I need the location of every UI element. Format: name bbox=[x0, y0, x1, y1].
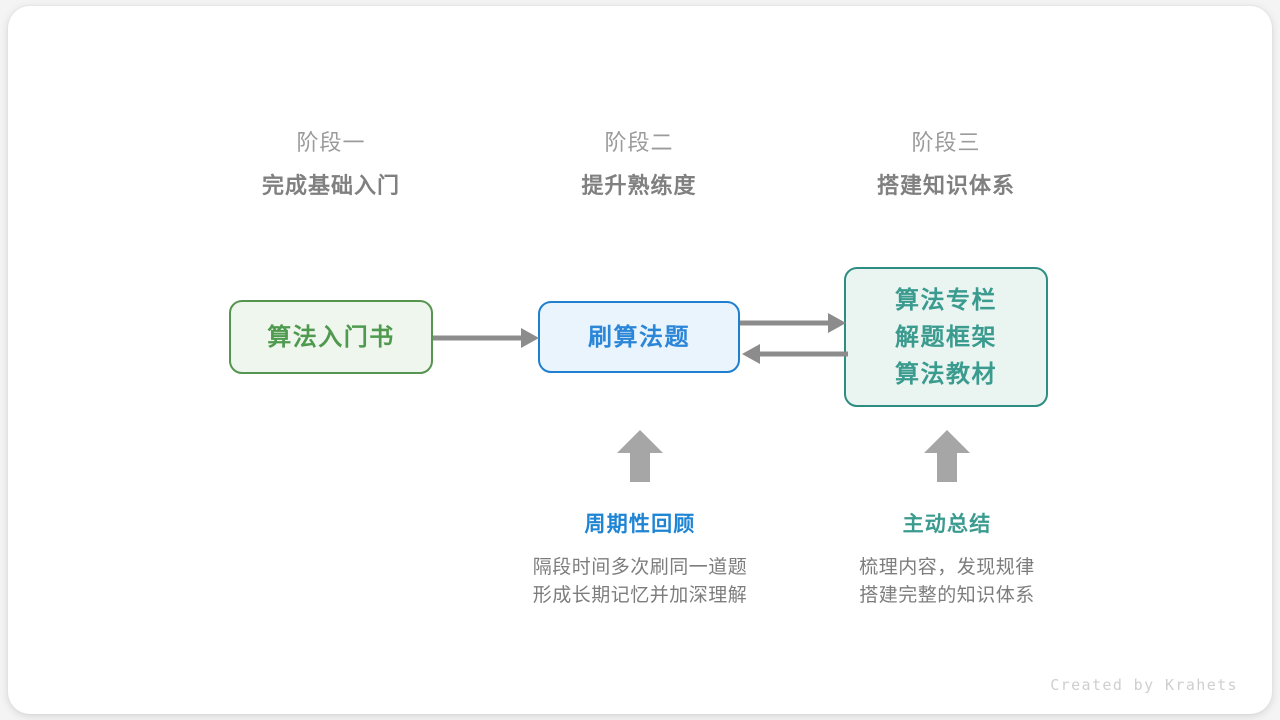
note-periodic-review: 周期性回顾 隔段时间多次刷同一道题 形成长期记忆并加深理解 bbox=[480, 510, 800, 610]
arrow-practice-to-knowledge bbox=[740, 313, 846, 333]
stage-header-3: 阶段三 搭建知识体系 bbox=[816, 128, 1076, 202]
stage-index-3: 阶段三 bbox=[911, 130, 981, 155]
box-knowledge-sources-line-3: 算法教材 bbox=[895, 360, 997, 388]
stage-title-1: 完成基础入门 bbox=[261, 173, 400, 198]
note-active-summary-body-line-2: 搭建完整的知识体系 bbox=[859, 585, 1035, 606]
up-arrow-icon-review bbox=[617, 430, 663, 482]
box-intro-book[interactable]: 算法入门书 bbox=[229, 300, 433, 374]
stage-index-1: 阶段一 bbox=[296, 130, 366, 155]
box-practice-problems-line-1: 刷算法题 bbox=[588, 323, 690, 351]
note-active-summary-title: 主动总结 bbox=[902, 513, 992, 536]
note-periodic-review-body-line-2: 形成长期记忆并加深理解 bbox=[532, 585, 748, 606]
box-intro-book-line-1: 算法入门书 bbox=[267, 323, 395, 351]
stage-index-2: 阶段二 bbox=[604, 130, 674, 155]
up-arrow-icon-summary bbox=[924, 430, 970, 482]
stage-title-2: 提升熟练度 bbox=[581, 173, 697, 198]
note-periodic-review-title: 周期性回顾 bbox=[584, 513, 696, 536]
stage-title-3: 搭建知识体系 bbox=[876, 173, 1015, 198]
stage-header-2: 阶段二 提升熟练度 bbox=[509, 128, 769, 202]
box-knowledge-sources-line-2: 解题框架 bbox=[895, 323, 997, 351]
stage-header-1: 阶段一 完成基础入门 bbox=[201, 128, 461, 202]
note-periodic-review-body-line-1: 隔段时间多次刷同一道题 bbox=[532, 557, 748, 578]
arrow-intro-to-practice bbox=[433, 328, 539, 348]
box-knowledge-sources-line-1: 算法专栏 bbox=[895, 286, 997, 314]
box-practice-problems[interactable]: 刷算法题 bbox=[538, 301, 740, 373]
note-periodic-review-body: 隔段时间多次刷同一道题 形成长期记忆并加深理解 bbox=[480, 554, 800, 610]
note-active-summary: 主动总结 梳理内容，发现规律 搭建完整的知识体系 bbox=[787, 510, 1107, 610]
box-knowledge-sources[interactable]: 算法专栏 解题框架 算法教材 bbox=[844, 267, 1048, 407]
note-active-summary-body: 梳理内容，发现规律 搭建完整的知识体系 bbox=[787, 554, 1107, 610]
watermark-credit: Created by Krahets bbox=[1050, 676, 1238, 694]
note-active-summary-body-line-1: 梳理内容，发现规律 bbox=[859, 557, 1035, 578]
arrow-knowledge-to-practice bbox=[742, 344, 848, 364]
